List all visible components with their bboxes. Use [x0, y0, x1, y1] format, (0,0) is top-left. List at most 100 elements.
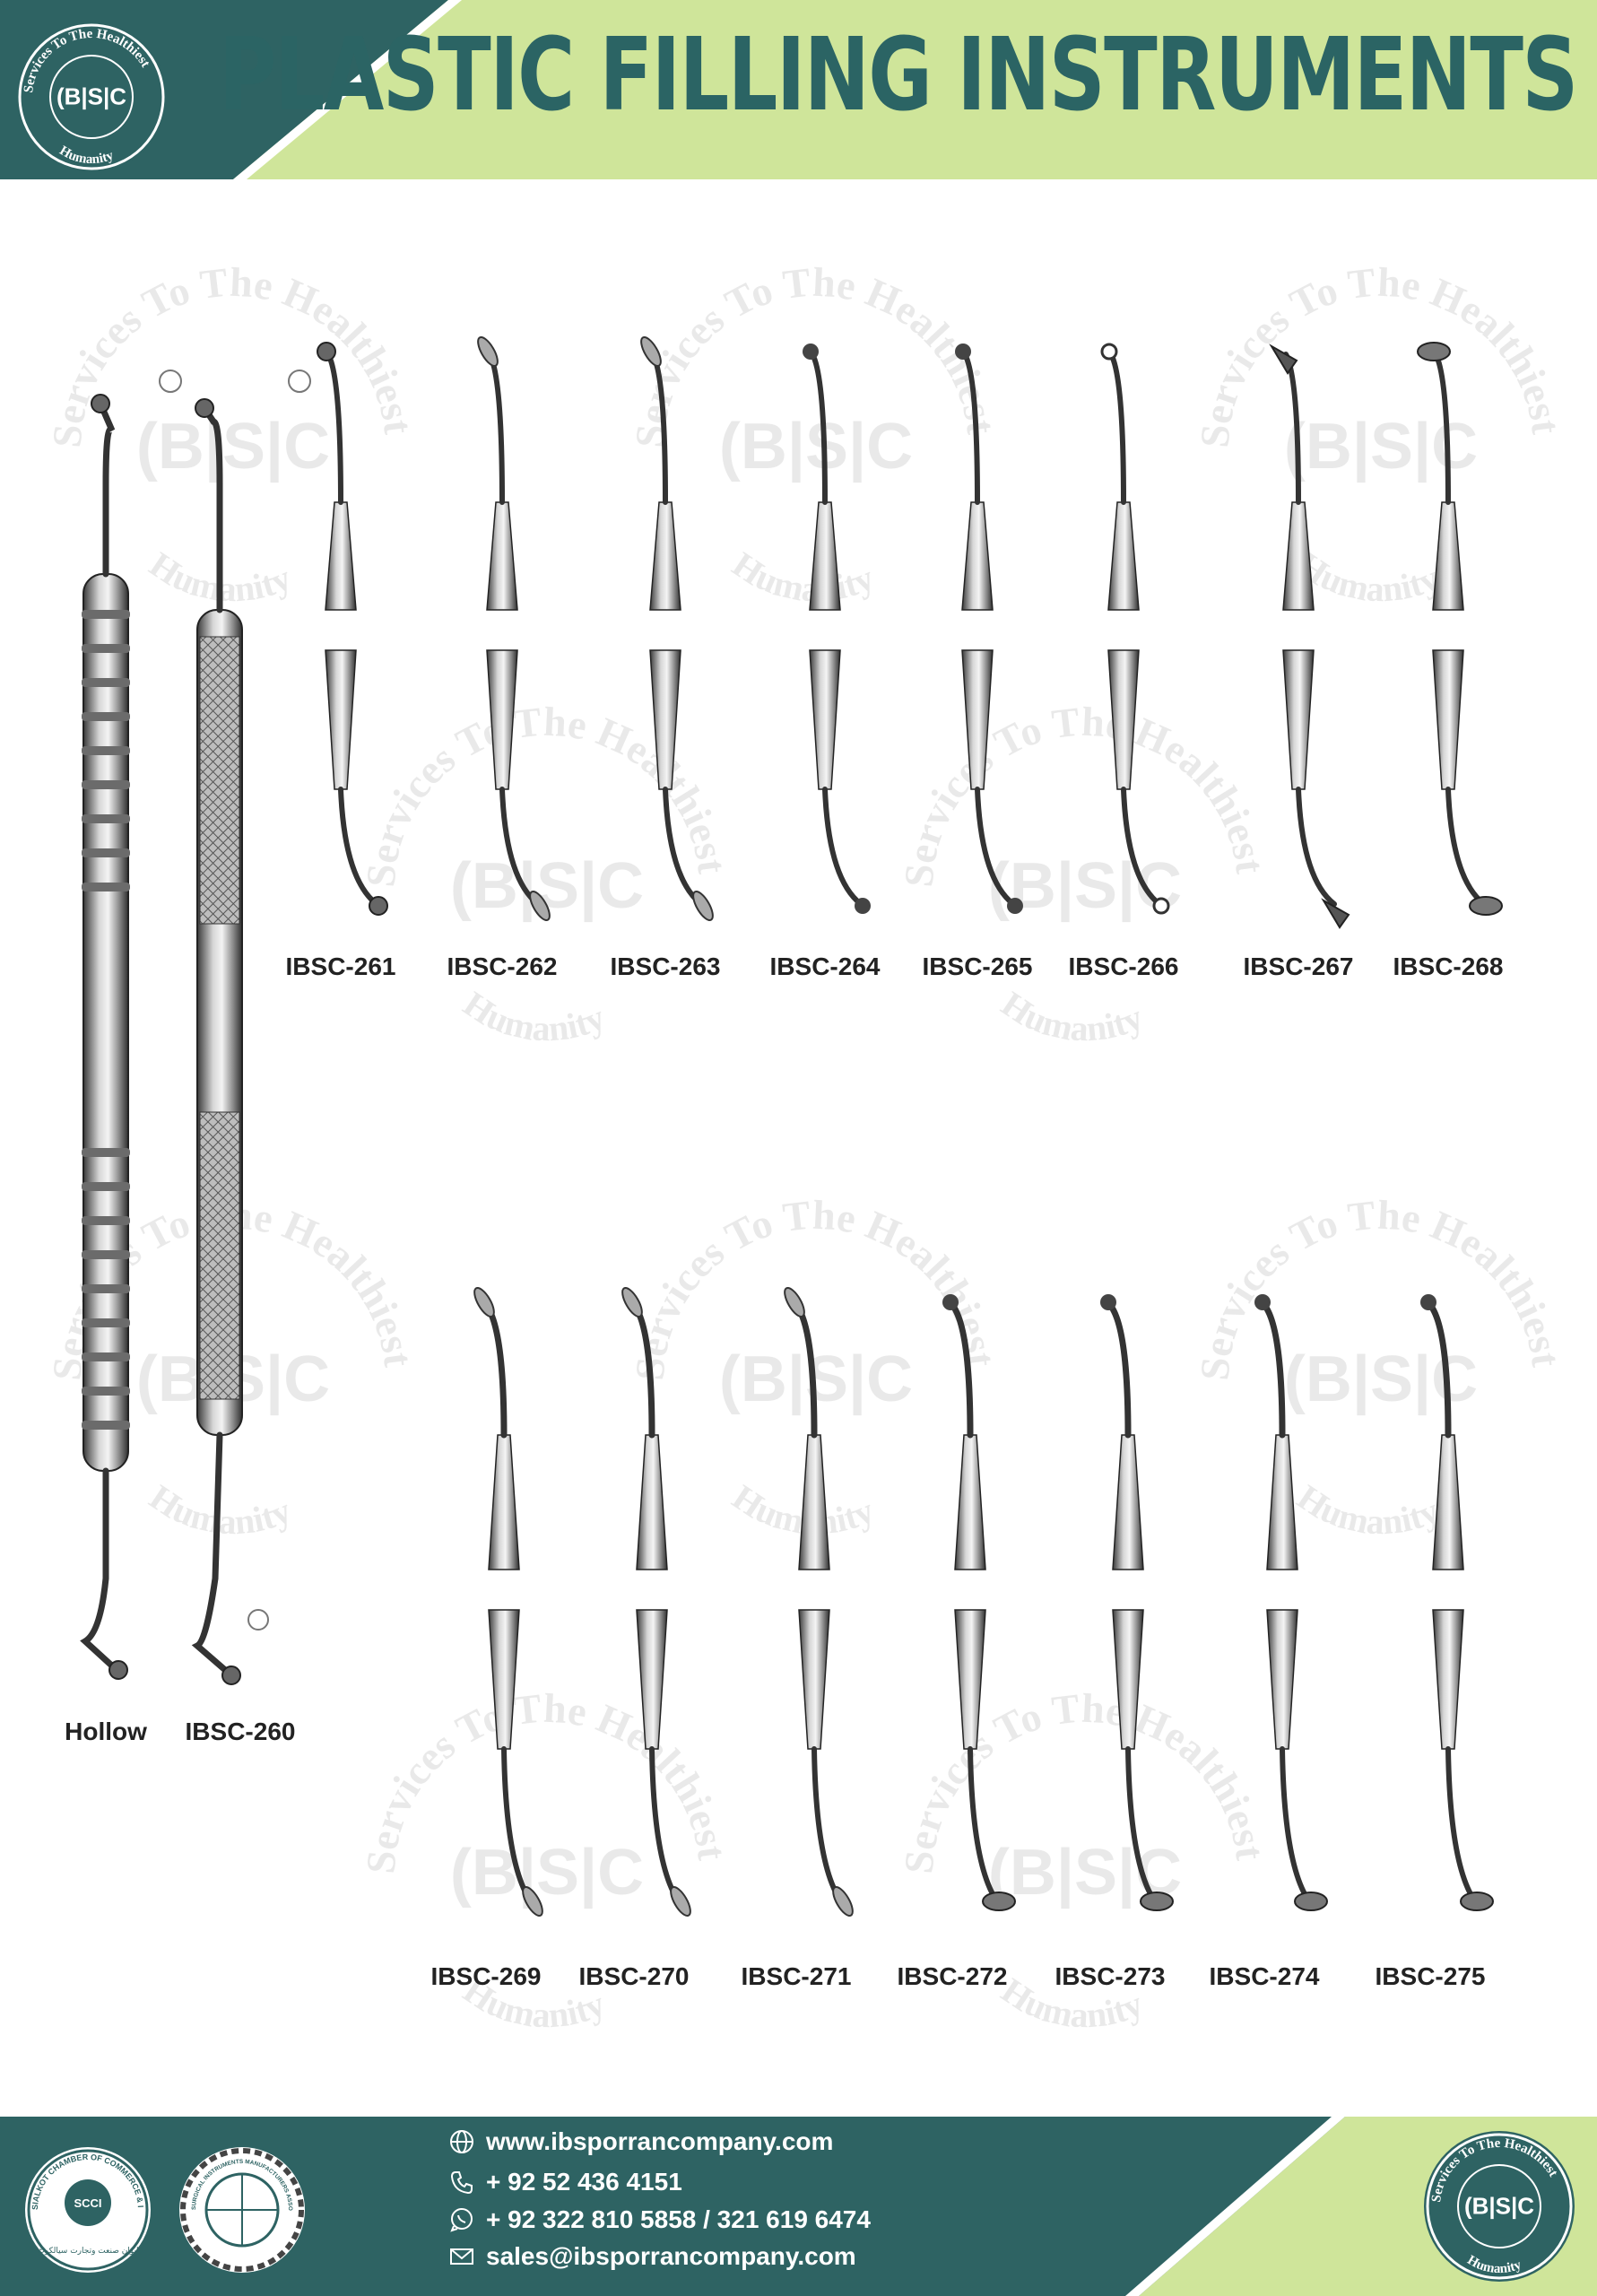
ibsc-274-upper-wire: [1261, 1301, 1286, 1439]
ibsc-265-upper-wire: [962, 352, 980, 505]
hollow-instrument-ring: [82, 883, 130, 891]
ibsc-273-upper-wire: [1107, 1301, 1132, 1439]
ibsc-266-upper-shank: [1107, 501, 1140, 611]
ibsc-265-lower-wire: [975, 787, 1016, 907]
ibsc-262-lower-shank: [486, 649, 518, 790]
hollow-instrument-handle: [82, 573, 129, 1472]
ibsc-271-upper-tip: [784, 1287, 805, 1318]
ibsc-271-upper-wire: [793, 1301, 818, 1439]
ibsc-261-lower-wire: [338, 787, 379, 907]
hollow-instrument-ring: [82, 610, 130, 619]
ibsc-265-lower-shank: [961, 649, 994, 790]
ibsc-274-lower-shank: [1266, 1609, 1298, 1750]
scci-urdu-text: ایوان صنعت وتجارت سیالکوٹ: [38, 2247, 139, 2256]
ibsc-264-upper-tip: [803, 344, 819, 360]
ibsc-262-lower-wire: [499, 787, 541, 907]
ibsc-275-upper-wire: [1427, 1301, 1452, 1439]
hollow-instrument-ring: [82, 746, 130, 755]
ibsc-275-upper-shank: [1432, 1434, 1464, 1570]
ibsc-267-upper-shank: [1282, 501, 1315, 611]
hollow-upper-shank: [97, 400, 116, 578]
caption-ibsc-265: IBSC-265: [922, 952, 1033, 980]
ibsc-274-lower-wire: [1280, 1746, 1312, 1904]
ibsc-269-upper-shank: [488, 1434, 520, 1570]
ibsc-260-lower-tip: [221, 1665, 241, 1685]
caption-ibsc-273: IBSC-273: [1055, 1962, 1166, 1990]
ibsc-261-upper-tip: [317, 342, 336, 361]
ibsc-264-upper-shank: [809, 501, 841, 611]
caption-ibsc-260: IBSC-260: [185, 1718, 296, 1745]
caption-ibsc-274: IBSC-274: [1209, 1962, 1320, 1990]
ibsc-272-lower-wire: [968, 1746, 1000, 1904]
ibsc-264-lower-shank: [809, 649, 841, 790]
caption-ibsc-271: IBSC-271: [741, 1962, 852, 1990]
magnify-ring-icon: [159, 370, 182, 393]
company-seal-logo: Services To The Healthiest Humanity (B|S…: [16, 22, 167, 172]
caption-hollow: Hollow: [65, 1718, 147, 1745]
caption-ibsc-261: IBSC-261: [285, 952, 396, 980]
ibsc-266-upper-wire: [1108, 352, 1126, 505]
phone-line[interactable]: + 92 52 436 4151: [448, 2168, 682, 2196]
ibsc-260-instrument-grip-upper: [199, 636, 240, 925]
caption-ibsc-268: IBSC-268: [1393, 952, 1504, 980]
ibsc-268-lower-wire: [1445, 787, 1487, 907]
whatsapp-line[interactable]: + 92 322 810 5858 / 321 619 6474: [448, 2205, 871, 2234]
hollow-instrument-ring: [82, 1284, 130, 1293]
caption-ibsc-272: IBSC-272: [897, 1962, 1008, 1990]
ibsc-264-lower-wire: [822, 787, 864, 907]
ibsc-261-lower-tip: [369, 896, 388, 916]
ibsc-272-upper-wire: [949, 1301, 974, 1439]
mail-icon: [450, 2248, 473, 2265]
ibsc-266-lower-shank: [1107, 649, 1140, 790]
hollow-lower-tip: [108, 1660, 128, 1680]
ibsc-269-upper-tip: [473, 1287, 495, 1318]
ibsc-264-lower-tip: [855, 898, 871, 914]
ibsc-260-lower-shank: [191, 1431, 235, 1679]
hollow-instrument-ring: [82, 780, 130, 789]
header-background: [0, 0, 1597, 179]
ibsc-270-lower-tip: [670, 1886, 691, 1917]
ibsc-274-lower-tip: [1294, 1892, 1328, 1911]
ibsc-268-lower-tip: [1469, 896, 1503, 916]
website-line[interactable]: www.ibsporrancompany.com: [448, 2127, 833, 2156]
caption-ibsc-270: IBSC-270: [578, 1962, 690, 1990]
ibsc-275-lower-shank: [1432, 1609, 1464, 1750]
email-line[interactable]: sales@ibsporrancompany.com: [448, 2242, 856, 2271]
ibsc-270-lower-wire: [649, 1746, 681, 1904]
ibsc-272-upper-tip: [942, 1294, 959, 1310]
hollow-instrument-ring: [82, 1387, 130, 1396]
email-text[interactable]: sales@ibsporrancompany.com: [486, 2242, 856, 2270]
ibsc-272-lower-shank: [954, 1609, 986, 1750]
page-footer: SIALKOT CHAMBER OF COMMERCE & INDUSTRY S…: [0, 2117, 1597, 2296]
hollow-upper-tip: [91, 394, 110, 413]
ibsc-268-upper-tip: [1417, 342, 1451, 361]
ibsc-261-upper-shank: [325, 501, 357, 611]
smma-logo: SURGICAL INSTRUMENTS MANUFACTURERS ASSOC…: [177, 2143, 305, 2273]
ibsc-275-upper-tip: [1420, 1294, 1436, 1310]
ibsc-270-upper-shank: [636, 1434, 668, 1570]
ibsc-272-upper-shank: [954, 1434, 986, 1570]
ibsc-269-upper-wire: [482, 1301, 508, 1439]
ibsc-271-upper-shank: [798, 1434, 830, 1570]
hollow-instrument-ring: [82, 1148, 130, 1157]
phone-text[interactable]: + 92 52 436 4151: [486, 2168, 682, 2196]
website-text[interactable]: www.ibsporrancompany.com: [486, 2127, 834, 2155]
ibsc-266-lower-wire: [1121, 787, 1162, 907]
whatsapp-text[interactable]: + 92 322 810 5858 / 321 619 6474: [486, 2205, 871, 2233]
caption-ibsc-266: IBSC-266: [1068, 952, 1179, 980]
hollow-instrument-ring: [82, 644, 130, 653]
globe-icon: [450, 2130, 473, 2153]
footer-logo-mark: (B|S|C: [1463, 2192, 1535, 2220]
magnify-ring-icon: [247, 1609, 269, 1631]
ibsc-269-lower-wire: [501, 1746, 534, 1904]
ibsc-266-upper-tip: [1100, 343, 1118, 361]
ibsc-275-lower-tip: [1460, 1892, 1494, 1911]
hollow-instrument-ring: [82, 1352, 130, 1361]
ibsc-263-lower-shank: [649, 649, 681, 790]
ibsc-260-upper-tip: [195, 398, 214, 418]
ibsc-260-instrument-grip-lower: [199, 1111, 240, 1400]
ibsc-267-lower-shank: [1282, 649, 1315, 790]
ibsc-270-upper-tip: [621, 1287, 643, 1318]
caption-ibsc-262: IBSC-262: [447, 952, 558, 980]
ibsc-271-lower-tip: [832, 1886, 854, 1917]
